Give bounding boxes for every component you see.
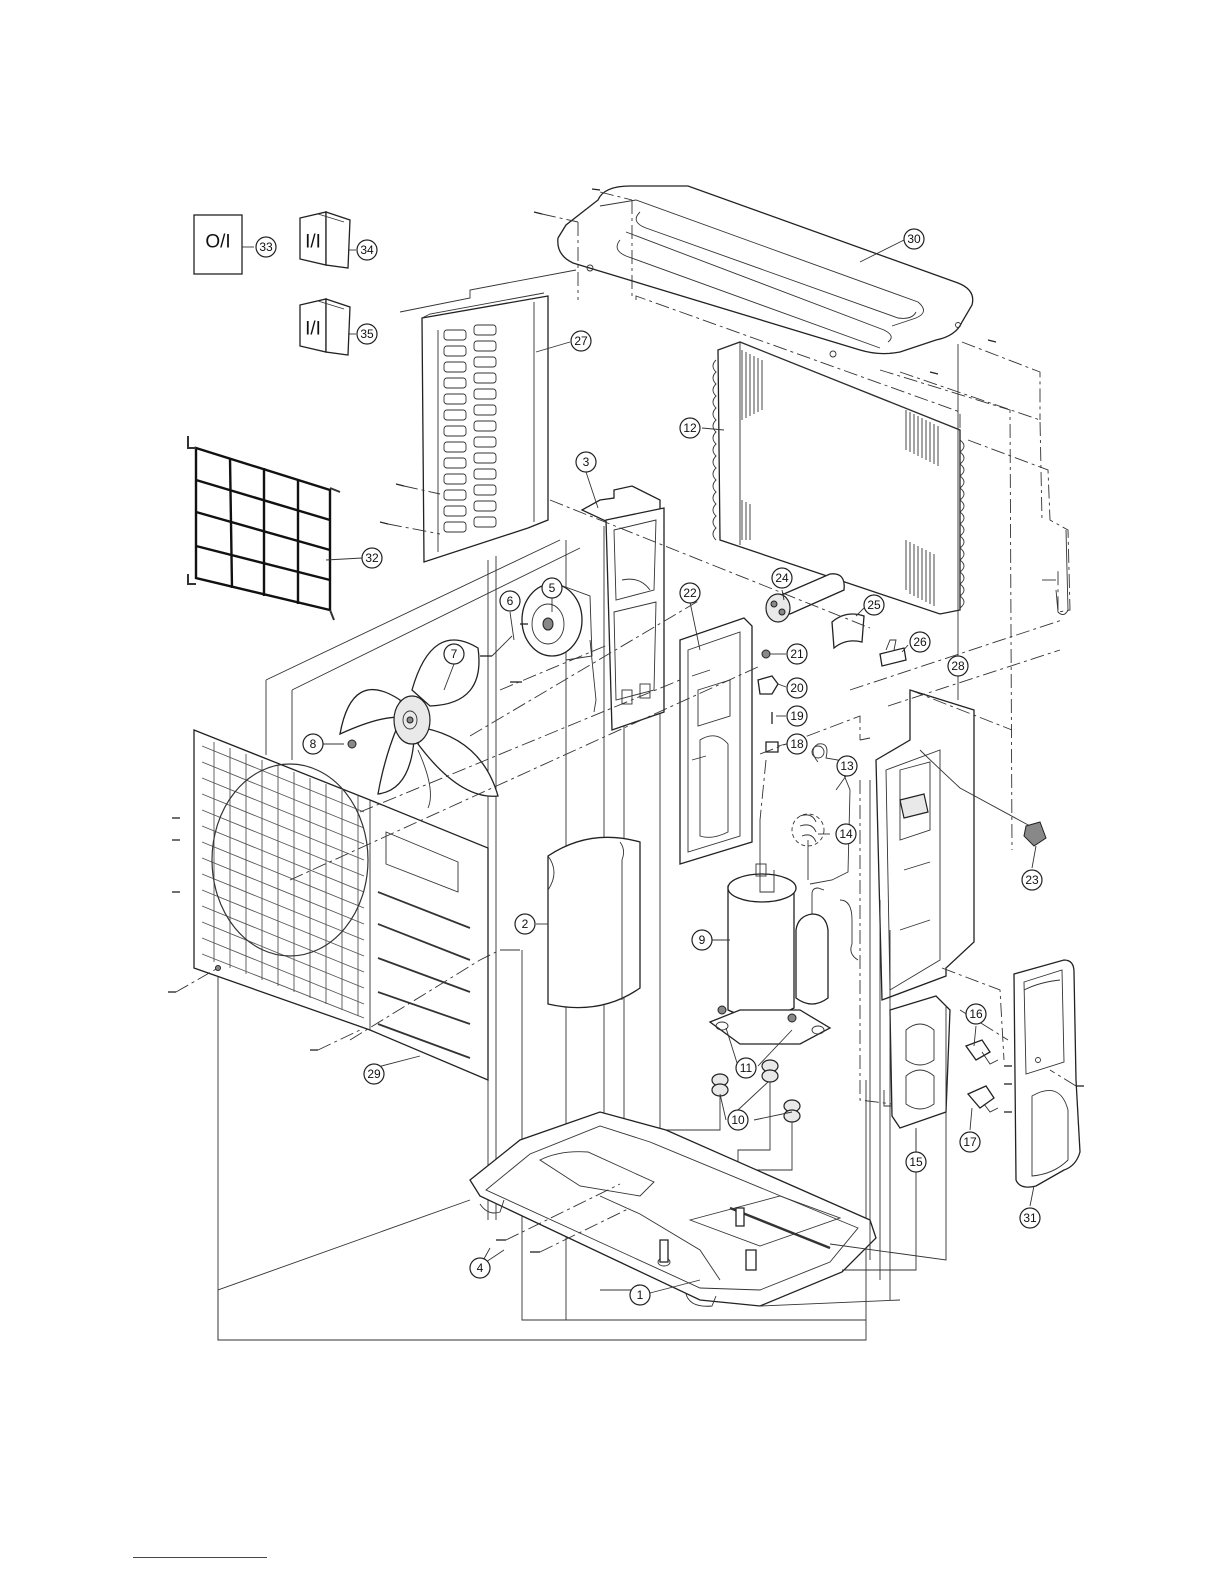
valve-bracket: [884, 996, 950, 1128]
svg-text:12: 12: [683, 421, 697, 435]
svg-text:9: 9: [699, 933, 706, 947]
callout-25: 25: [864, 595, 884, 615]
svg-text:22: 22: [683, 586, 697, 600]
callout-35: 35: [357, 324, 377, 344]
svg-text:35: 35: [360, 327, 374, 341]
callout-18: 18: [787, 734, 807, 754]
footer-rule: [133, 1557, 267, 1558]
callout-6: 6: [500, 591, 520, 611]
doc-33-label: O/I: [205, 232, 230, 253]
callout-11: 11: [736, 1058, 756, 1078]
svg-text:27: 27: [574, 334, 588, 348]
document-installation-instructions-2: I/I: [300, 299, 356, 355]
svg-text:24: 24: [775, 571, 789, 585]
callout-22: 22: [680, 583, 700, 603]
svg-text:26: 26: [913, 635, 927, 649]
svg-text:10: 10: [731, 1113, 745, 1127]
svg-text:23: 23: [1025, 873, 1039, 887]
callout-1: 1: [630, 1285, 650, 1305]
svg-text:33: 33: [259, 240, 273, 254]
callout-4: 4: [470, 1258, 490, 1278]
callout-13: 13: [837, 756, 857, 776]
callout-19: 19: [787, 706, 807, 726]
motor-bracket: [582, 486, 664, 730]
callout-16: 16: [966, 1004, 986, 1024]
valve-parts: [758, 650, 778, 890]
svg-text:11: 11: [740, 1061, 753, 1075]
callout-34: 34: [357, 240, 377, 260]
callout-24: 24: [772, 568, 792, 588]
three-way-valve: [968, 1086, 998, 1112]
svg-text:15: 15: [909, 1155, 923, 1169]
front-panel: [168, 730, 488, 1080]
svg-text:19: 19: [790, 709, 804, 723]
document-owners-instructions: O/I: [194, 215, 254, 274]
wire-guard: [188, 436, 340, 620]
callout-7: 7: [444, 644, 464, 664]
callout-21: 21: [787, 644, 807, 664]
compressor-sound-insulator: [548, 837, 640, 1007]
svg-text:2: 2: [522, 917, 529, 931]
callout-5: 5: [542, 578, 562, 598]
svg-text:1: 1: [637, 1288, 644, 1302]
svg-text:30: 30: [907, 232, 921, 246]
svg-text:32: 32: [365, 551, 379, 565]
svg-text:20: 20: [790, 681, 804, 695]
svg-text:3: 3: [583, 455, 590, 469]
svg-text:16: 16: [969, 1007, 983, 1021]
svg-text:34: 34: [360, 243, 374, 257]
svg-text:14: 14: [839, 827, 853, 841]
top-panel: [534, 186, 996, 374]
compressor: [710, 864, 858, 1044]
svg-text:7: 7: [451, 647, 458, 661]
callout-29: 29: [364, 1064, 384, 1084]
callout-3: 3: [576, 452, 596, 472]
callout-23: 23: [1022, 870, 1042, 890]
svg-text:29: 29: [367, 1067, 381, 1081]
electrical-side-plate: [876, 690, 1030, 1000]
callout-28: 28: [948, 656, 968, 676]
strainer: [792, 814, 824, 880]
condenser-coil: [713, 342, 1070, 615]
svg-text:21: 21: [790, 647, 804, 661]
doc-34-label: I/I: [305, 232, 321, 253]
svg-text:31: 31: [1023, 1211, 1037, 1225]
callout-26: 26: [910, 632, 930, 652]
callout-17: 17: [960, 1132, 980, 1152]
callout-2: 2: [515, 914, 535, 934]
svg-text:28: 28: [951, 659, 965, 673]
callout-14: 14: [836, 824, 856, 844]
partition-plate: [680, 618, 752, 864]
svg-text:18: 18: [790, 737, 804, 751]
side-cover: [1014, 960, 1084, 1187]
callout-9: 9: [692, 930, 712, 950]
callout-10: 10: [728, 1110, 748, 1130]
callout-33: 33: [256, 237, 276, 257]
doc-35-label: I/I: [305, 319, 321, 340]
callout-27: 27: [571, 331, 591, 351]
svg-text:4: 4: [477, 1261, 484, 1275]
callout-12: 12: [680, 418, 700, 438]
fan-motor: [480, 584, 596, 712]
svg-text:17: 17: [963, 1135, 977, 1149]
callout-15: 15: [906, 1152, 926, 1172]
svg-text:13: 13: [840, 759, 854, 773]
base-pan: [470, 1112, 876, 1306]
callout-31: 31: [1020, 1208, 1040, 1228]
reactor: [1024, 822, 1046, 846]
terminal-block: [880, 640, 906, 666]
callout-30: 30: [904, 229, 924, 249]
svg-text:6: 6: [507, 594, 514, 608]
propeller-fan: [340, 640, 498, 808]
svg-text:5: 5: [549, 581, 556, 595]
callout-20: 20: [787, 678, 807, 698]
rear-side-panel: [380, 270, 576, 562]
svg-text:25: 25: [867, 598, 881, 612]
svg-text:8: 8: [310, 737, 317, 751]
two-way-valve: [966, 1040, 998, 1064]
callout-32: 32: [362, 548, 382, 568]
document-installation-instructions-1: I/I: [300, 212, 356, 268]
callout-8: 8: [303, 734, 323, 754]
